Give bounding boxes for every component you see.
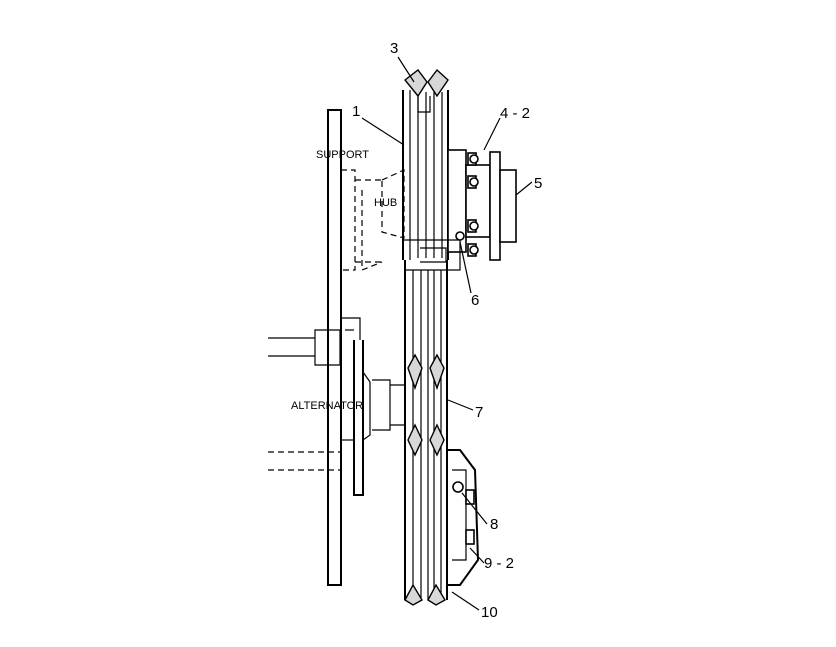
alternator-pulley-grooves: [407, 353, 445, 457]
label-part-8: 8: [490, 516, 498, 533]
hub: [361, 169, 405, 271]
label-part-5: 5: [534, 175, 542, 192]
label-part-7: 7: [475, 404, 483, 421]
label-part-6: 6: [471, 292, 479, 309]
label-part-1: 1: [352, 103, 360, 120]
label-support: SUPPORT: [316, 149, 369, 161]
label-part-10: 10: [481, 604, 498, 621]
label-alternator: ALTERNATOR: [291, 400, 363, 412]
bottom-belt-grooves: [404, 583, 446, 606]
label-part-9-2: 9 - 2: [484, 555, 514, 572]
alternator: [268, 317, 406, 496]
label-part-3: 3: [390, 40, 398, 57]
leader-lines: [361, 56, 533, 611]
bracket-bolts: [467, 152, 479, 257]
hub-shaft-clamp: [404, 231, 465, 271]
tensioner: [447, 449, 480, 586]
middle-belts: [404, 260, 448, 600]
fan-bracket: [447, 149, 517, 261]
label-hub: HUB: [374, 197, 397, 209]
support-bracket: [327, 109, 382, 586]
label-part-4-2: 4 - 2: [500, 105, 530, 122]
upper-pulley: [402, 90, 449, 260]
